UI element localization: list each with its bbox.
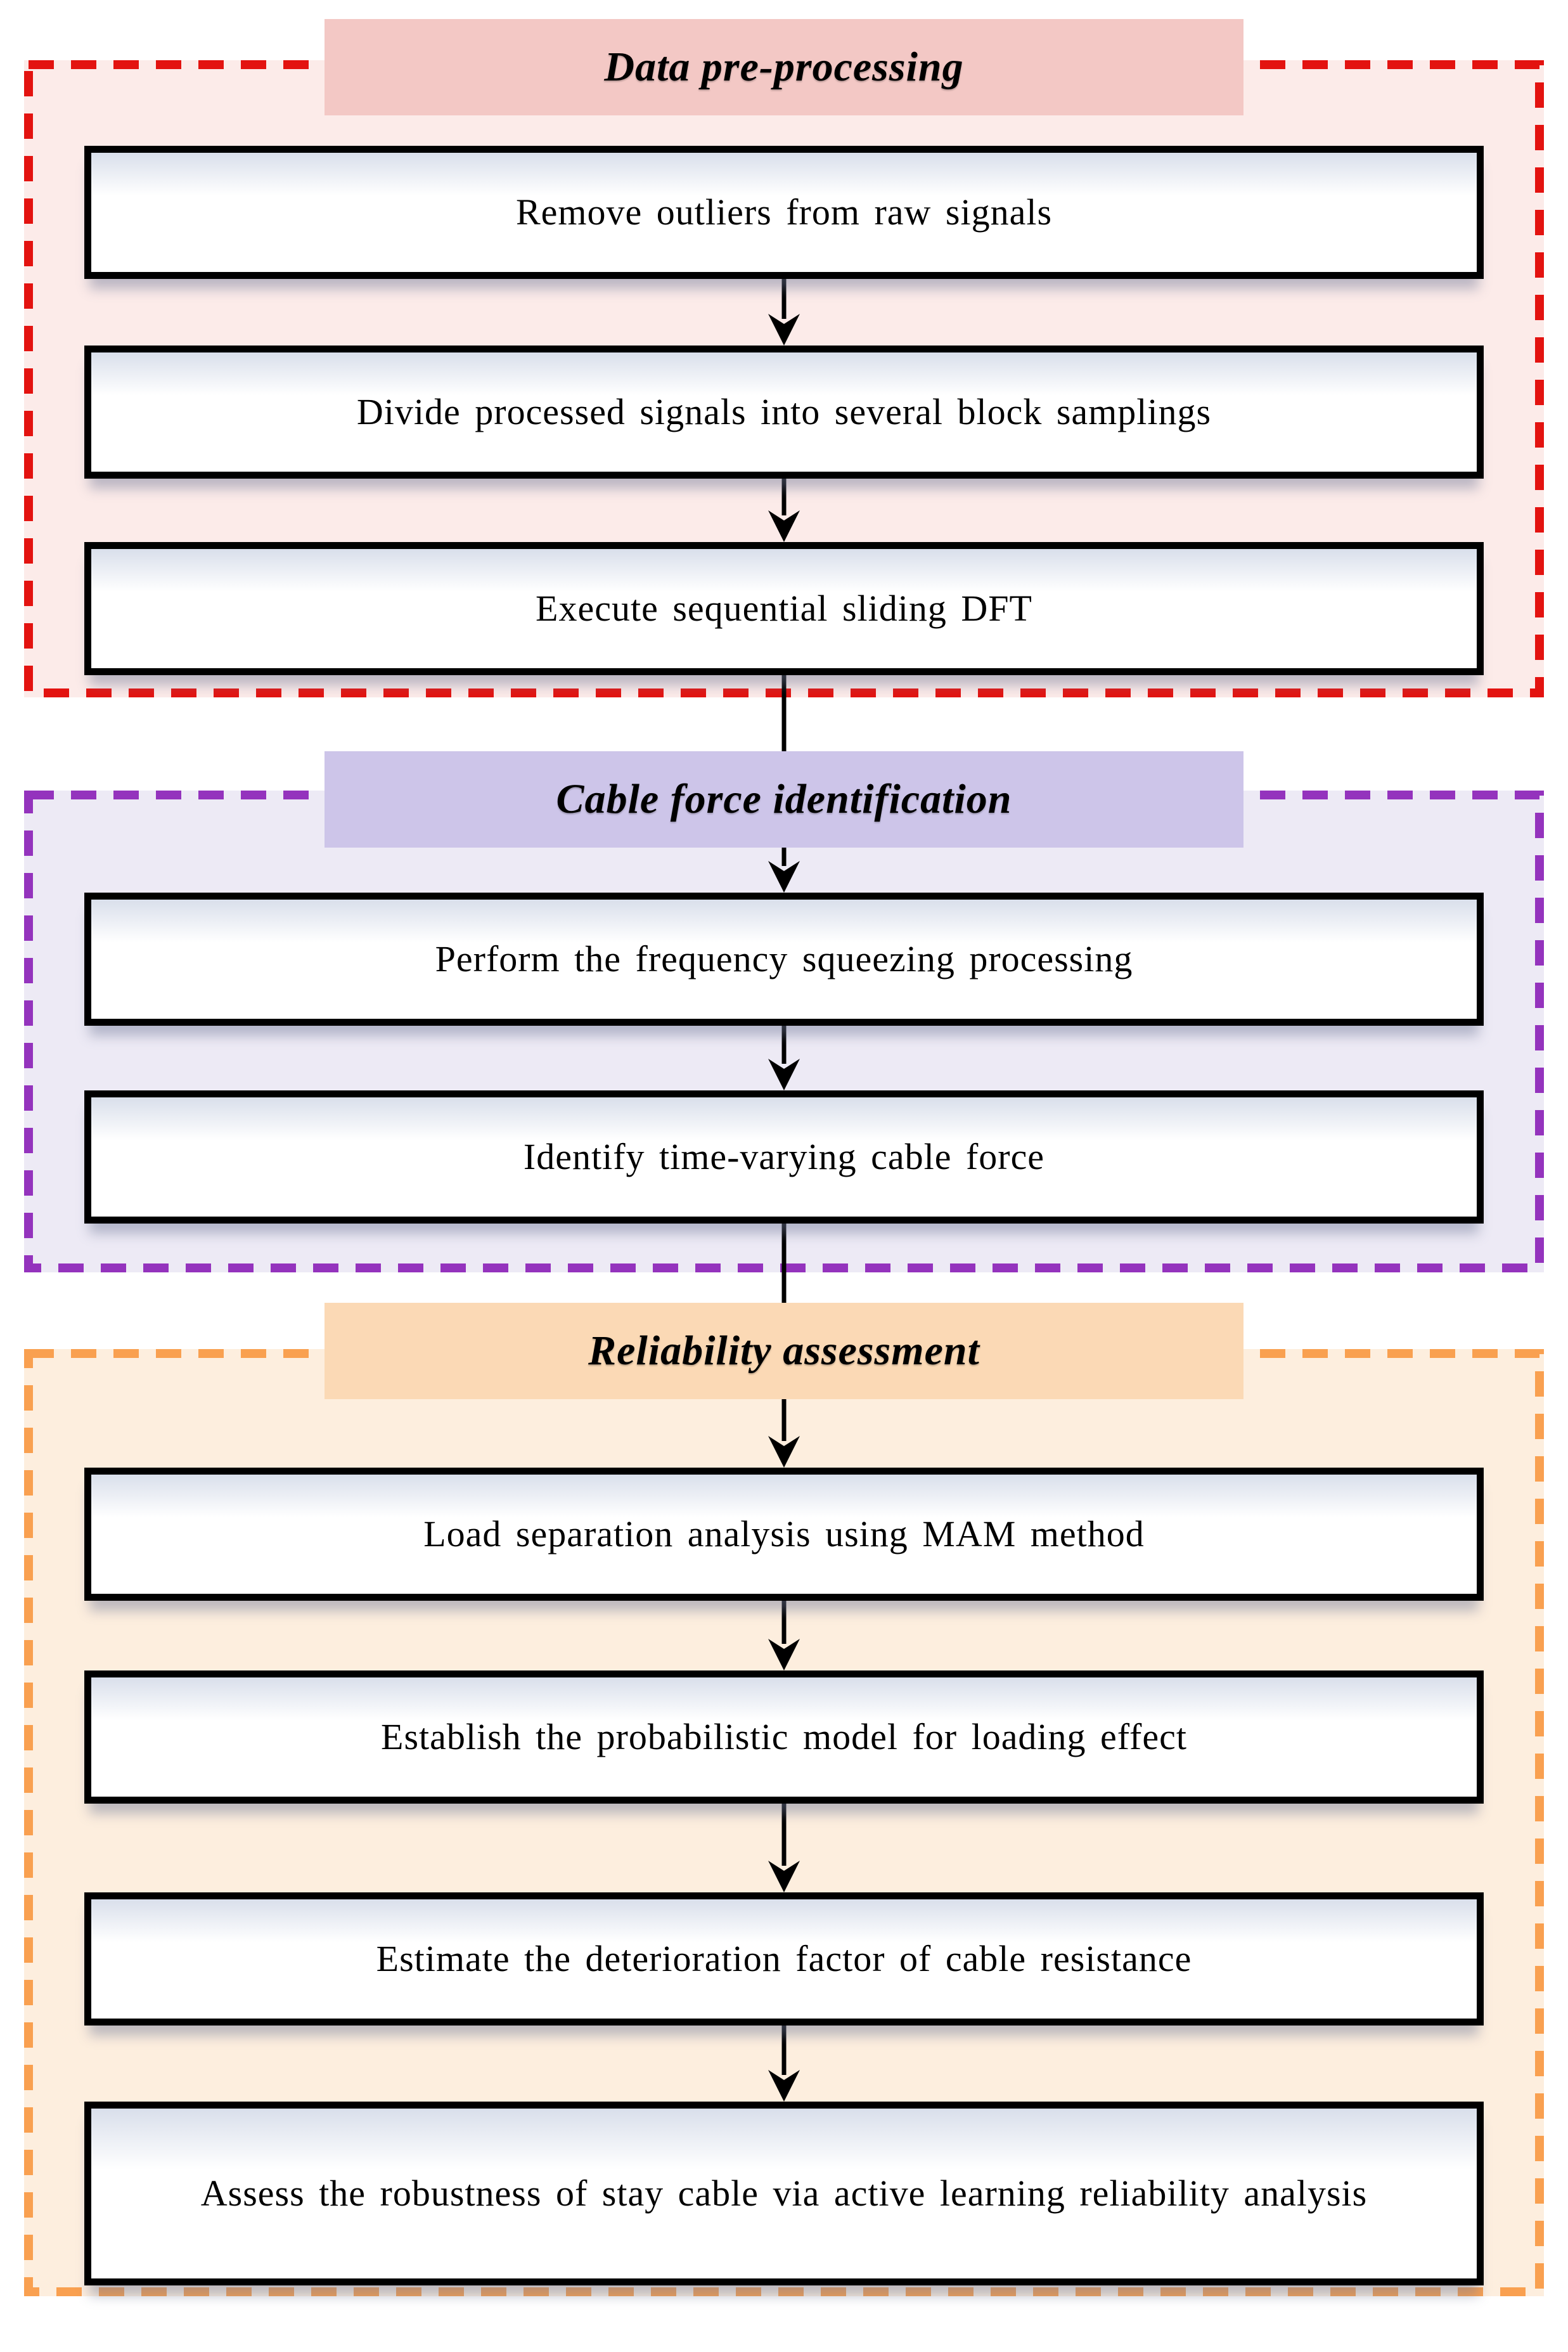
process-box-identify-cable-force: Identify time-varying cable force [84,1090,1484,1224]
process-box-probabilistic-model: Establish the probabilistic model for lo… [84,1670,1484,1804]
process-box-assess-robustness: Assess the robustness of stay cable via … [84,2102,1484,2285]
flow-arrow [764,2026,804,2102]
flow-arrow [764,1026,804,1090]
process-box-sliding-dft: Execute sequential sliding DFT [84,542,1484,675]
process-box-load-separation: Load separation analysis using MAM metho… [84,1468,1484,1601]
section-title-cable-force-identification: Cable force identification [325,751,1243,848]
section-dashed-border [24,1349,1544,2296]
section-title-data-pre-processing: Data pre-processing [325,19,1243,115]
process-box-remove-outliers: Remove outliers from raw signals [84,146,1484,279]
process-box-deterioration-factor: Estimate the deterioration factor of cab… [84,1892,1484,2026]
process-box-frequency-squeezing: Perform the frequency squeezing processi… [84,893,1484,1026]
flow-arrow [764,1601,804,1670]
section-title-reliability-assessment: Reliability assessment [325,1303,1243,1399]
flow-arrow [764,1804,804,1892]
flow-arrow [764,479,804,542]
process-box-divide-signals: Divide processed signals into several bl… [84,346,1484,479]
flow-arrow [764,279,804,346]
dashed-border-rect [24,1349,1544,2296]
